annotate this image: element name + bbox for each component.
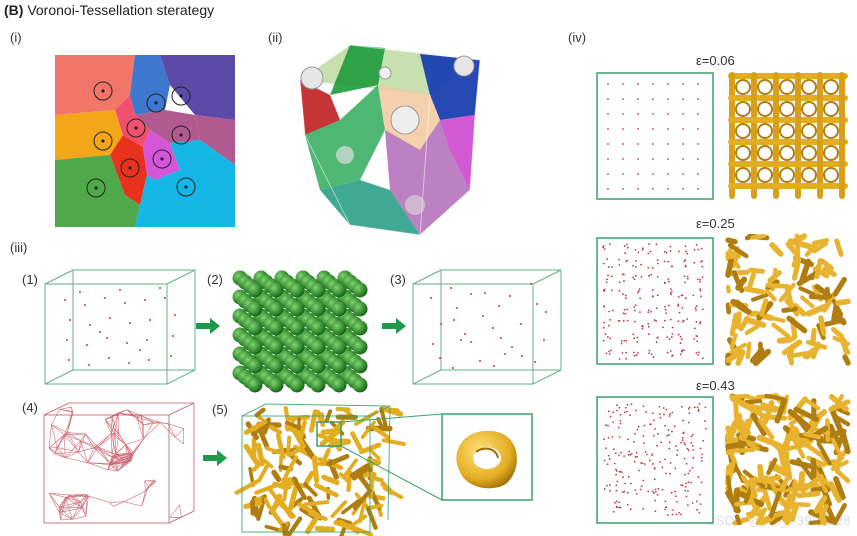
iv-points-square-3 xyxy=(596,396,714,524)
voronoi-cell-mauve xyxy=(135,110,200,143)
voronoi-3d-cube xyxy=(299,44,481,236)
iv-points-square-1 xyxy=(596,72,714,200)
panel-label-iii: (iii) xyxy=(10,240,28,255)
voronoi-cell-cyan xyxy=(135,140,235,227)
arrow-4-to-5 xyxy=(203,450,227,466)
step-label-4: (4) xyxy=(22,400,38,415)
cube-seed-spheres xyxy=(300,55,475,215)
voronoi-cell-magenta xyxy=(143,130,180,180)
figure-title: (B) Voronoi-Tessellation sterategy xyxy=(4,2,214,18)
voronoi-seed-circles xyxy=(86,81,196,198)
zoom-unit-cell xyxy=(456,430,517,489)
panel-label-i: (i) xyxy=(10,30,22,45)
voronoi-seed-points xyxy=(94,89,188,190)
voronoi-cell-orange xyxy=(55,110,123,160)
voronoi-cell-green xyxy=(55,155,140,227)
panel-label-iv: (iv) xyxy=(568,30,587,45)
voronoi-cell-indigo xyxy=(160,55,235,120)
voronoi-cell-mauve-right xyxy=(195,115,235,165)
voronoi-cell-salmon xyxy=(55,55,135,115)
gold-struts xyxy=(234,405,406,536)
wireframe-edges xyxy=(48,406,185,521)
epsilon-label-2: ε=0.25 xyxy=(696,216,735,231)
arrow-1-to-2 xyxy=(196,318,220,334)
iv-points-square-2 xyxy=(596,237,714,365)
sphere-grid xyxy=(232,270,368,393)
step1-seed-points-cube xyxy=(44,269,196,385)
iv-lattice-2 xyxy=(725,233,851,366)
step-label-2: (2) xyxy=(207,272,223,287)
figure-title-text: Voronoi-Tessellation sterategy xyxy=(27,2,215,18)
iv-lattice-1 xyxy=(728,72,848,199)
zoom-selection-box xyxy=(316,421,342,447)
epsilon-label-1: ε=0.06 xyxy=(696,53,735,68)
step-label-1: (1) xyxy=(22,272,38,287)
voronoi-cell-red xyxy=(110,135,147,205)
panel-letter: (B) xyxy=(4,2,24,18)
voronoi-cell-blue xyxy=(130,55,170,115)
panel-label-ii: (ii) xyxy=(268,30,283,45)
step3-points xyxy=(430,283,547,369)
step4-voronoi-wireframe xyxy=(43,402,195,524)
step3-perturbed-points-cube xyxy=(412,269,562,385)
epsilon-label-3: ε=0.43 xyxy=(696,378,735,393)
step2-sphere-lattice xyxy=(232,270,368,393)
step-label-5: (5) xyxy=(212,402,228,417)
step-label-3: (3) xyxy=(390,272,406,287)
arrow-2-to-3 xyxy=(382,318,406,334)
voronoi-2d-diagram xyxy=(55,55,235,227)
step1-points xyxy=(64,287,176,366)
step5-gold-lattice xyxy=(234,403,533,536)
voronoi-cell-pink xyxy=(115,95,150,147)
iv-lattice-3 xyxy=(725,393,851,526)
